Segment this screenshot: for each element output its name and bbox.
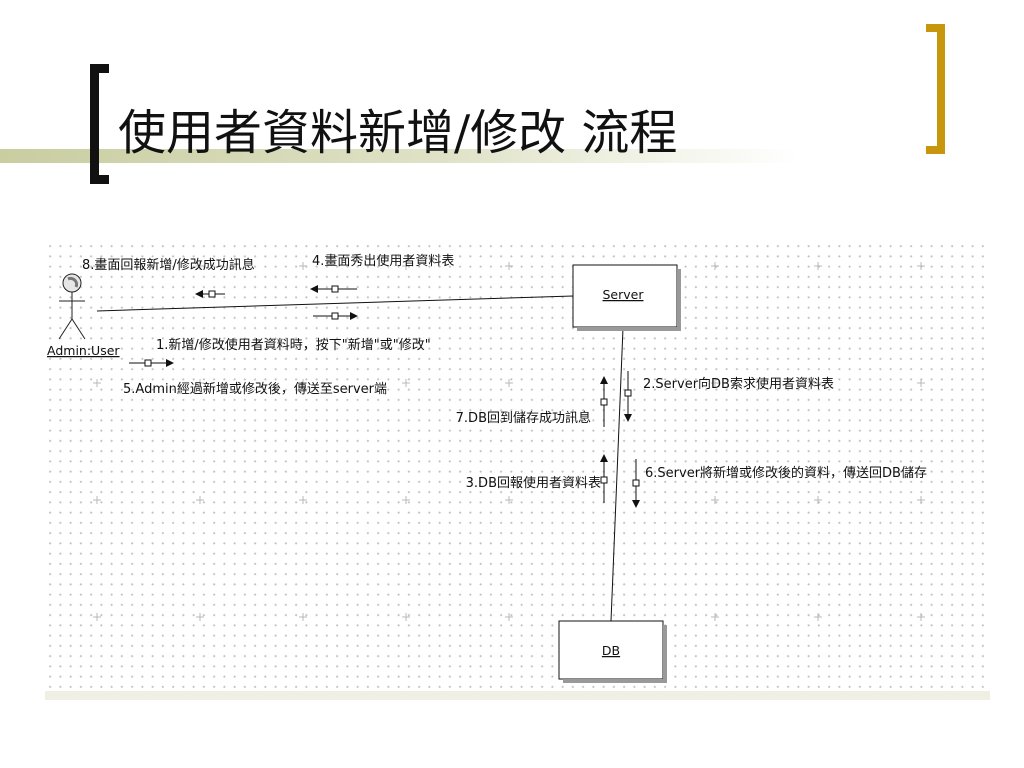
message-label-7: 7.DB回到儲存成功訊息 [456, 410, 591, 426]
server-db-link [610, 327, 624, 622]
diagram-canvas: Admin:User Server DB [47, 253, 927, 683]
message-arrow-5 [129, 359, 174, 367]
collaboration-diagram: Admin:User Server DB [45, 241, 990, 700]
right-bracket-decoration [926, 24, 945, 154]
server-object-label: Server [603, 287, 645, 302]
slide-title: 使用者資料新增/修改 流程 [118, 105, 678, 161]
message-label-4: 4.畫面秀出使用者資料表 [312, 253, 454, 269]
message-label-2: 2.Server向DB索求使用者資料表 [643, 376, 834, 392]
message-label-8: 8.畫面回報新增/修改成功訊息 [82, 257, 255, 273]
stick-figure-actor-icon [58, 273, 86, 340]
actor-label: Admin:User [47, 343, 120, 358]
db-object-box[interactable] [558, 620, 664, 680]
message-arrow-6 [632, 459, 640, 508]
actor-server-link [96, 295, 574, 312]
message-arrow-7 [600, 376, 608, 427]
message-label-6: 6.Server將新增或修改後的資料，傳送回DB儲存 [645, 465, 927, 481]
message-label-1: 1.新增/修改使用者資料時，按下"新增"或"修改" [156, 337, 431, 353]
message-arrow-2 [624, 371, 632, 422]
left-bracket-decoration [90, 64, 109, 184]
message-arrow-3 [600, 454, 608, 503]
server-object-box[interactable] [572, 264, 678, 328]
message-arrow-1 [313, 312, 358, 320]
title-accent-band [0, 149, 800, 163]
message-label-3: 3.DB回報使用者資料表 [466, 475, 601, 491]
message-arrow-4 [310, 285, 357, 293]
grid-cross-markers [93, 262, 925, 621]
message-arrow-8 [195, 290, 225, 298]
message-label-5: 5.Admin經過新增或修改後，傳送至server端 [123, 381, 387, 397]
db-object-label: DB [602, 643, 620, 658]
